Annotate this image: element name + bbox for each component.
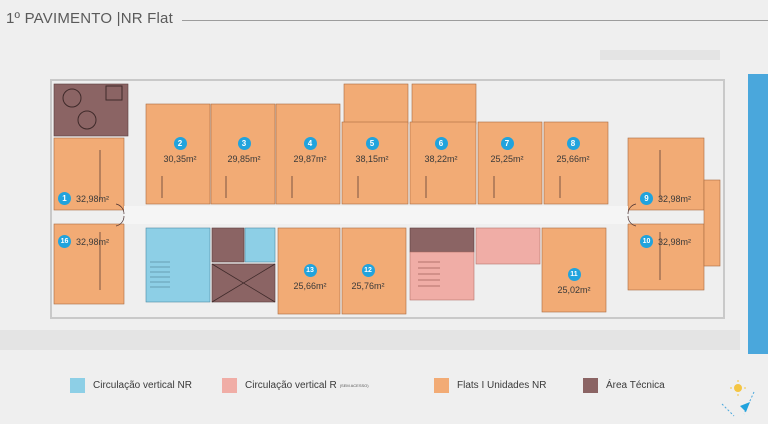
legend-label: Circulação vertical R <box>245 379 337 391</box>
unit-badge: 7 <box>500 137 514 150</box>
unit-12-label: 12 25,76m² <box>346 264 390 291</box>
legend-item-area-tecnica: Área Técnica <box>583 376 665 394</box>
elevator-nr <box>244 227 276 263</box>
unit-3-label: 3 29,85m² <box>224 137 264 164</box>
unit-area: 25,76m² <box>351 281 385 291</box>
unit-6 <box>409 121 477 205</box>
building-outline <box>50 79 725 319</box>
unit-area: 25,66m² <box>556 154 590 164</box>
corridor <box>124 206 628 224</box>
unit-13-label: 13 25,66m² <box>288 264 332 291</box>
unit-5 <box>341 121 409 205</box>
unit-area: 32,98m² <box>658 193 692 204</box>
legend-swatch <box>222 377 237 393</box>
upper-room <box>343 83 409 125</box>
page-title: 1º PAVIMENTO |NR Flat <box>6 10 173 27</box>
balcony <box>703 179 721 267</box>
technical-area <box>211 227 245 263</box>
unit-badge: 6 <box>434 137 448 150</box>
unit-10-label: 10 32,98m² <box>640 235 691 248</box>
legend-swatch <box>583 377 598 393</box>
legend-item-circulacao-r: Circulação vertical R (SEM ACESSO) <box>222 376 369 394</box>
legend-sublabel: (SEM ACESSO) <box>339 382 369 388</box>
background-stripe <box>600 50 720 60</box>
unit-16-label: 16 32,98m² <box>58 235 109 248</box>
unit-area: 30,35m² <box>163 154 197 164</box>
equipment-symbol <box>62 88 82 108</box>
stair-r <box>409 251 475 301</box>
upper-room <box>411 83 477 125</box>
legend-label: Flats I Unidades NR <box>457 379 547 391</box>
equipment-symbol <box>105 85 123 101</box>
stair-treads <box>150 261 170 288</box>
unit-badge: 8 <box>566 137 580 150</box>
unit-11-label: 11 25,02m² <box>552 268 596 295</box>
unit-3 <box>210 103 276 205</box>
title-divider <box>182 20 768 21</box>
legend-swatch <box>70 377 85 393</box>
unit-area: 25,25m² <box>490 154 524 164</box>
unit-7-label: 7 25,25m² <box>487 137 527 164</box>
unit-area: 29,85m² <box>227 154 261 164</box>
unit-area: 38,22m² <box>424 154 458 164</box>
unit-7 <box>477 121 543 205</box>
background-stripe <box>0 330 740 350</box>
unit-area: 29,87m² <box>293 154 327 164</box>
unit-10 <box>627 223 705 291</box>
unit-badge: 4 <box>303 137 317 150</box>
unit-area: 32,98m² <box>658 236 692 247</box>
unit-2 <box>145 103 211 205</box>
interior-walls <box>99 150 661 290</box>
unit-badge: 11 <box>567 268 581 281</box>
unit-badge: 13 <box>303 264 317 277</box>
unit-badge: 5 <box>365 137 379 150</box>
unit-4 <box>275 103 341 205</box>
unit-badge: 12 <box>361 264 375 277</box>
legend-item-circulacao-nr: Circulação vertical NR <box>70 376 192 394</box>
unit-4-label: 4 29,87m² <box>290 137 330 164</box>
equipment-symbol <box>77 110 97 130</box>
unit-badge: 2 <box>173 137 187 150</box>
elevator-r <box>475 227 541 265</box>
legend-item-flats: Flats I Unidades NR <box>434 376 546 394</box>
unit-badge: 1 <box>58 192 71 205</box>
unit-area: 25,02m² <box>557 285 591 295</box>
unit-badge: 10 <box>640 235 653 248</box>
legend-swatch <box>434 377 449 393</box>
unit-area: 32,98m² <box>76 193 110 204</box>
legend-label: Área Técnica <box>606 379 665 391</box>
unit-8 <box>543 121 609 205</box>
technical-area <box>53 83 129 137</box>
unit-5-label: 5 38,15m² <box>352 137 392 164</box>
unit-8-label: 8 25,66m² <box>553 137 593 164</box>
stair-treads <box>418 261 440 287</box>
unit-badge: 9 <box>640 192 653 205</box>
stair-nr <box>145 227 211 303</box>
unit-9-label: 9 32,98m² <box>640 192 691 205</box>
unit-badge: 16 <box>58 235 71 248</box>
compass-icon <box>721 380 755 417</box>
accent-bar <box>748 74 768 354</box>
unit-6-label: 6 38,22m² <box>421 137 461 164</box>
unit-1-label: 1 32,98m² <box>58 192 109 205</box>
legend-label: Circulação vertical NR <box>93 379 192 391</box>
unit-badge: 3 <box>237 137 251 150</box>
unit-area: 25,66m² <box>293 281 327 291</box>
unit-2-label: 2 30,35m² <box>160 137 200 164</box>
unit-area: 32,98m² <box>76 236 110 247</box>
technical-area <box>409 227 475 253</box>
unit-area: 38,15m² <box>355 154 389 164</box>
